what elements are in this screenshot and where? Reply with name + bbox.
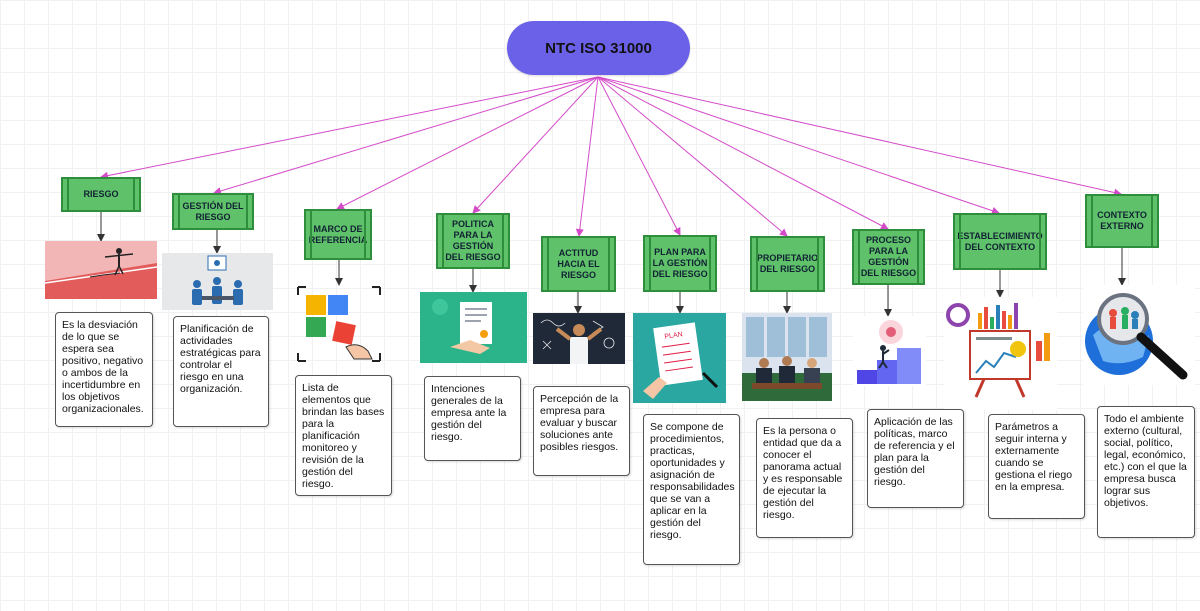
svg-text:PLAN: PLAN (664, 331, 683, 340)
topic-plan-label: PLAN PARA LA GESTIÓN DEL RIESGO (652, 247, 708, 279)
puzzle-icon (296, 285, 382, 363)
topic-gestion-label: GESTIÓN DEL RIESGO (182, 200, 244, 222)
desc-propietario-text: Es la persona o entidad que da a conocer… (763, 425, 843, 521)
thinking-man-chalkboard-icon (533, 313, 625, 364)
topic-marco-de-referencia[interactable]: MARCO DE REFERENCIA (304, 209, 372, 260)
root-label: NTC ISO 31000 (545, 39, 652, 57)
topic-contexto-externo[interactable]: CONTEXTO EXTERNO (1085, 194, 1159, 248)
topic-riesgo[interactable]: RIESGO (61, 177, 141, 212)
desc-marco-text: Lista de elementos que brindan las bases… (302, 382, 385, 490)
desc-gestion: Planificación de actividades estratégica… (173, 316, 269, 427)
topic-contexto-label: CONTEXTO EXTERNO (1097, 210, 1147, 231)
topic-proceso-label: PROCESO PARA LA GESTIÓN DEL RIESGO (860, 235, 917, 278)
document-handshake-icon (420, 292, 527, 363)
desc-politica: Intenciones generales de la empresa ante… (424, 376, 521, 461)
desc-plan: Se compone de procedimientos, practicas,… (643, 414, 740, 565)
tightrope-walker-icon (45, 241, 157, 299)
topic-propietario-del-riesgo[interactable]: PROPIETARIO DEL RIESGO (750, 236, 825, 292)
gear-stairs-icon (853, 316, 926, 386)
team-meeting-icon (162, 253, 273, 310)
topic-establecimiento-del-contexto[interactable]: ESTABLECIMIENTO DEL CONTEXTO (953, 213, 1047, 270)
plan-checklist-icon: PLAN (633, 313, 726, 403)
desc-proceso-text: Aplicación de las políticas, marco de re… (874, 416, 955, 488)
desc-proceso: Aplicación de las políticas, marco de re… (867, 409, 964, 508)
topic-politica[interactable]: POLITICA PARA LA GESTIÓN DEL RIESGO (436, 213, 510, 269)
desc-riesgo-text: Es la desviación de lo que se espera sea… (62, 319, 144, 415)
desc-actitud: Percepción de la empresa para evaluar y … (533, 386, 630, 476)
desc-gestion-text: Planificación de actividades estratégica… (180, 323, 261, 395)
topic-propietario-label: PROPIETARIO DEL RIESGO (756, 253, 819, 274)
topic-riesgo-label: RIESGO (83, 189, 119, 199)
root-node[interactable]: NTC ISO 31000 (507, 21, 690, 75)
desc-plan-text: Se compone de procedimientos, practicas,… (650, 421, 735, 541)
globe-magnifier-icon (1083, 285, 1195, 385)
topic-actitud-hacia-el-riesgo[interactable]: ACTITUD HACIA EL RIESGO (541, 236, 616, 292)
desc-contexto: Todo el ambiente externo (cultural, soci… (1097, 406, 1195, 538)
topic-actitud-label: ACTITUD HACIA EL RIESGO (557, 247, 600, 280)
topic-politica-label: POLITICA PARA LA GESTIÓN DEL RIESGO (445, 219, 501, 262)
topic-gestion-del-riesgo[interactable]: GESTIÓN DEL RIESGO (172, 193, 254, 230)
desc-contexto-text: Todo el ambiente externo (cultural, soci… (1104, 413, 1187, 509)
analytics-board-icon (944, 297, 1057, 410)
desc-marco: Lista de elementos que brindan las bases… (295, 375, 392, 496)
desc-propietario: Es la persona o entidad que da a conocer… (756, 418, 853, 538)
desc-establecimiento: Parámetros a seguir interna y externamen… (988, 414, 1085, 519)
desc-politica-text: Intenciones generales de la empresa ante… (431, 383, 507, 443)
business-meeting-icon (742, 313, 832, 401)
topic-proceso[interactable]: PROCESO PARA LA GESTIÓN DEL RIESGO (852, 229, 925, 285)
topic-plan[interactable]: PLAN PARA LA GESTIÓN DEL RIESGO (643, 235, 717, 292)
topic-marco-label: MARCO DE REFERENCIA (308, 223, 368, 245)
desc-actitud-text: Percepción de la empresa para evaluar y … (540, 393, 619, 453)
desc-establecimiento-text: Parámetros a seguir interna y externamen… (995, 421, 1073, 493)
desc-riesgo: Es la desviación de lo que se espera sea… (55, 312, 153, 427)
topic-establecimiento-label: ESTABLECIMIENTO DEL CONTEXTO (957, 230, 1043, 252)
